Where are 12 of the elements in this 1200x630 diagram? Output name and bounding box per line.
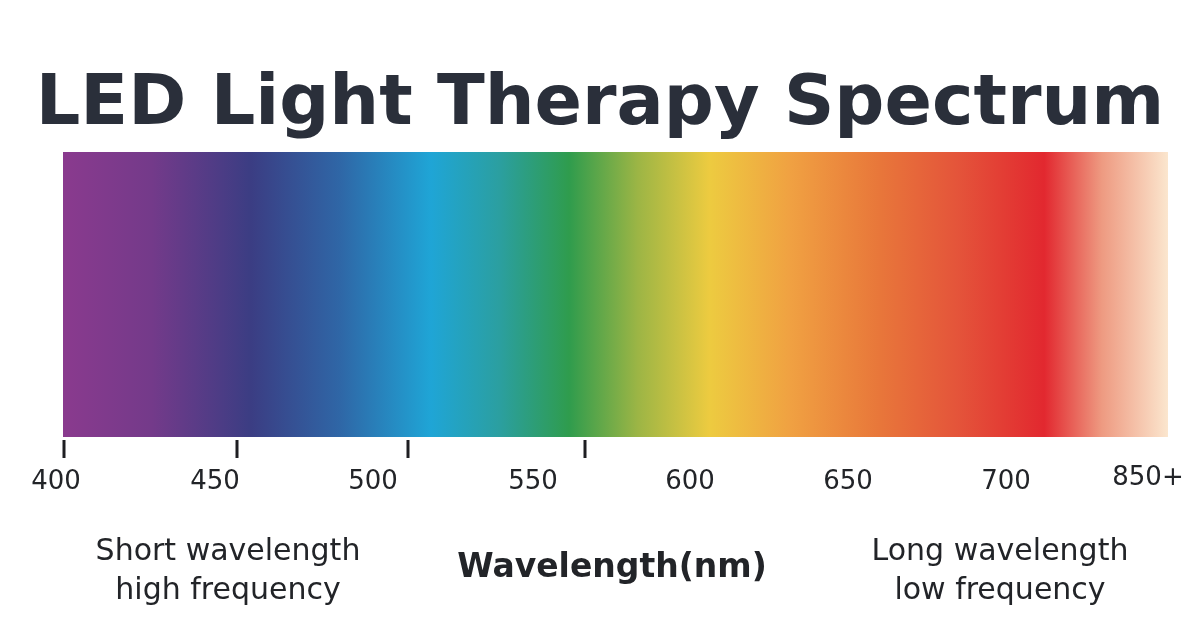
tick-label: 450 [189, 464, 241, 497]
range-note: Short wavelength high frequency [94, 531, 362, 608]
range-note: Long wavelength low frequency [870, 531, 1130, 608]
title: LED Light Therapy Spectrum [34, 62, 1166, 138]
axis-title: Wavelength(nm) [456, 545, 768, 587]
tick-label: 850+ [1111, 460, 1185, 493]
tick-label: 500 [347, 464, 399, 497]
tick-label: 600 [664, 464, 716, 497]
tick-label: 700 [980, 464, 1032, 497]
tick-label: 550 [507, 464, 559, 497]
tick-label: 400 [30, 464, 82, 497]
tick-label: 650 [822, 464, 874, 497]
